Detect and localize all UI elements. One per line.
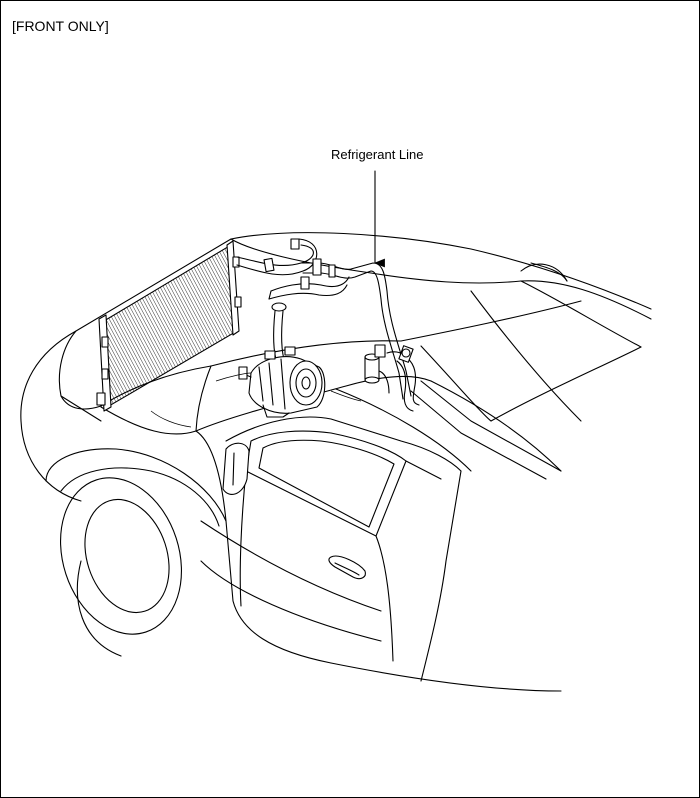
- door-handle: [328, 555, 366, 580]
- ac-compressor: [238, 346, 326, 418]
- view-label: [FRONT ONLY]: [12, 18, 109, 34]
- refrigerant-line-label: Refrigerant Line: [331, 147, 424, 162]
- receiver-drier: [364, 344, 390, 394]
- expansion-valve: [398, 345, 414, 363]
- front-wheel: [45, 448, 227, 657]
- car-body: [20, 232, 652, 692]
- cowl: [335, 380, 562, 472]
- front-door: [200, 416, 462, 682]
- condenser: [96, 240, 242, 412]
- roof: [400, 262, 652, 480]
- engine-bay-details: [150, 372, 362, 428]
- side-mirror: [222, 442, 250, 495]
- line-fittings: [263, 238, 336, 290]
